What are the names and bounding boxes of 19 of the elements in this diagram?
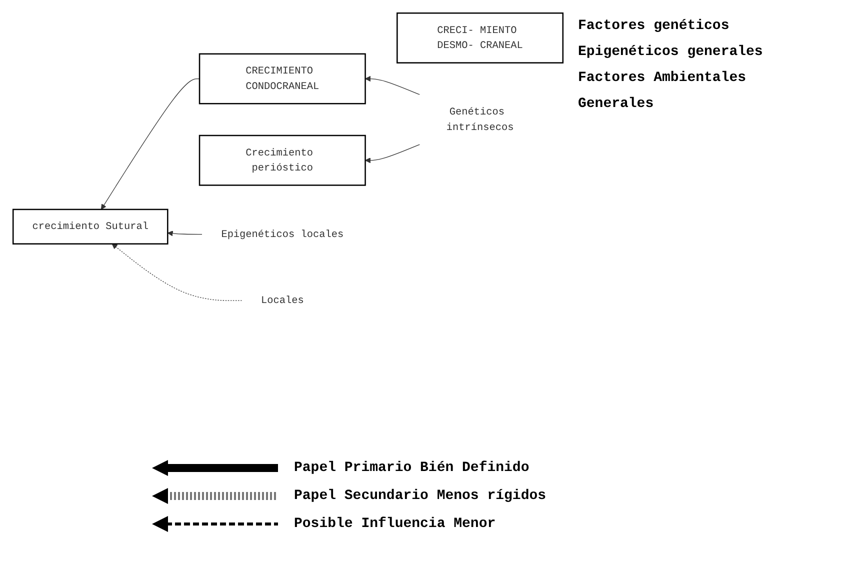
node-box: CRECI- MIENTO DESMO- CRANEAL xyxy=(396,12,564,64)
arrow xyxy=(365,144,420,164)
node-text: Genéticos intrínsecos xyxy=(446,106,514,133)
factor-label: Epigenéticos generales xyxy=(578,44,764,60)
legend-text: Papel Primario Bién Definido xyxy=(294,460,530,476)
arrow xyxy=(100,78,200,210)
arrow xyxy=(167,230,202,236)
legend-text: Papel Secundario Menos rígidos xyxy=(294,488,546,504)
node-box: CRECIMIENTO CONDOCRANEAL xyxy=(198,53,366,104)
factor-label: Generales xyxy=(578,96,655,112)
factor-label: Factores Ambientales xyxy=(578,70,748,86)
factor-label: Factores genéticos xyxy=(578,18,730,34)
node-text: Epigenéticos locales xyxy=(221,228,344,240)
arrow xyxy=(112,244,242,301)
node-box: Crecimiento perióstico xyxy=(198,134,366,186)
legend-text: Posible Influencia Menor xyxy=(294,516,496,532)
node-box: crecimiento Sutural xyxy=(12,208,168,245)
node-text: Locales xyxy=(260,294,304,306)
arrow xyxy=(365,76,420,96)
